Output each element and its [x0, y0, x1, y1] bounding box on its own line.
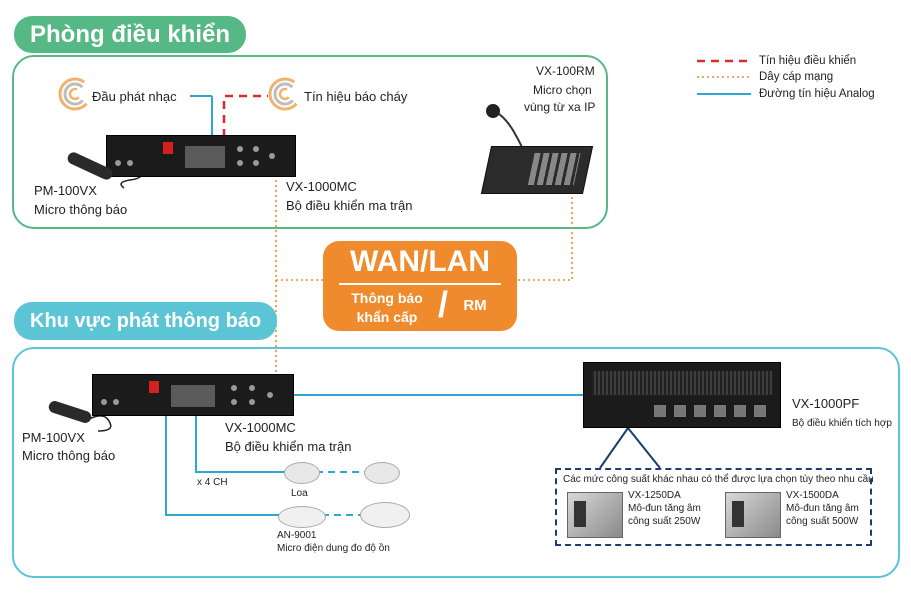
options-note: Các mức công suất khác nhau có thể được … [563, 474, 874, 485]
rm-mic-head [486, 104, 500, 118]
noise-sensor-mic-2 [360, 502, 410, 528]
wan-rm-label: RM [463, 297, 487, 314]
mic-model-top: PM-100VX [34, 183, 97, 198]
an-desc: Micro điện dung đo độ ồn [277, 543, 390, 554]
pf-arrow-right [627, 427, 661, 469]
amp1-desc-2: công suất 250W [628, 516, 701, 527]
amp1-model: VX-1250DA [628, 490, 681, 501]
rm-model: VX-100RM [536, 64, 595, 78]
amplifier-module-250w [567, 492, 623, 538]
an-model: AN-9001 [277, 530, 317, 541]
matrix-model-top: VX-1000MC [286, 179, 357, 194]
legend-control-label: Tín hiệu điều khiển [759, 55, 857, 67]
analog-line-speakers [195, 412, 286, 473]
ceiling-speaker-1 [284, 462, 320, 484]
emergency-line-1: Thông báo [351, 290, 423, 306]
matrix-controller-top [106, 135, 296, 177]
pf-desc: Bộ điều khiển tích hợp [792, 418, 892, 429]
mic-desc-top: Micro thông báo [34, 202, 128, 217]
amp2-desc-1: Mô-đun tăng âm [786, 503, 859, 514]
mic-model-bottom: PM-100VX [22, 430, 85, 445]
wan-divider [339, 283, 501, 285]
control-room-title: Phòng điều khiển [14, 16, 247, 53]
amplifier-options-box [555, 468, 872, 546]
integrated-controller [583, 362, 781, 428]
matrix-desc-top: Bộ điều khiển ma trận [286, 198, 413, 213]
remote-microphone-console [480, 146, 594, 194]
network-line-rm [503, 195, 573, 281]
channels-label: x 4 CH [197, 477, 228, 488]
wan-slash: / [437, 284, 448, 325]
rm-desc-1: Micro chọn [533, 83, 592, 97]
pf-arrow-left [599, 427, 629, 469]
speaker-label: Loa [291, 488, 308, 499]
fire-signal-label: Tín hiệu báo cháy [304, 89, 408, 104]
broadcast-zone-title: Khu vực phát thông báo [14, 302, 278, 340]
matrix-model-bottom: VX-1000MC [225, 420, 296, 435]
rm-desc-2: vùng từ xa IP [524, 100, 596, 114]
emergency-line-2: khẩn cấp [356, 309, 418, 325]
legend-analog: Đường tín hiệu Analog [697, 88, 875, 100]
music-source-icon [58, 77, 92, 111]
control-line-fire [222, 94, 268, 137]
pf-model: VX-1000PF [792, 396, 860, 411]
music-source-label: Đầu phát nhạc [92, 89, 177, 104]
amplifier-module-500w [725, 492, 781, 538]
matrix-desc-bottom: Bộ điều khiển ma trận [225, 439, 352, 454]
amp2-model: VX-1500DA [786, 490, 839, 501]
analog-line-an [165, 412, 282, 516]
legend-analog-label: Đường tín hiệu Analog [759, 88, 875, 100]
legend-control: Tín hiệu điều khiển [697, 55, 856, 67]
mic-desc-bottom: Micro thông báo [22, 448, 116, 463]
wan-lan-title: WAN/LAN [350, 245, 490, 278]
amp2-desc-2: công suất 500W [786, 516, 859, 527]
fire-signal-icon [268, 77, 302, 111]
ceiling-speaker-2 [364, 462, 400, 484]
amp1-desc-1: Mô-đun tăng âm [628, 503, 701, 514]
noise-sensor-mic-1 [278, 506, 326, 528]
legend-network: Dây cáp mạng [697, 71, 833, 83]
wan-lan-badge: WAN/LAN Thông báo khẩn cấp / RM [323, 241, 517, 331]
legend-network-label: Dây cáp mạng [759, 71, 834, 83]
matrix-controller-bottom [92, 374, 294, 416]
